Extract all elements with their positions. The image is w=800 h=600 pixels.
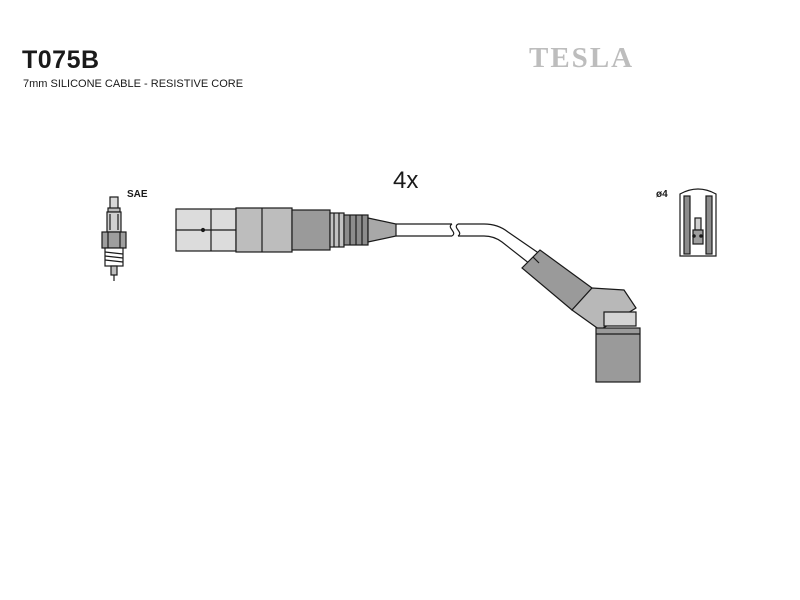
spark-plug-icon: [101, 196, 127, 281]
quantity-label: 4x: [393, 167, 419, 194]
straight-plug-boot: [175, 207, 397, 253]
terminal-icon: [679, 188, 717, 257]
brand-logo: TESLA: [529, 42, 635, 74]
spark-plug-label: SAE: [127, 189, 148, 200]
angled-coil-boot: [521, 249, 641, 383]
ignition-cable: [396, 223, 541, 265]
cable-description: 7mm SILICONE CABLE - RESISTIVE CORE: [23, 78, 244, 90]
part-code: T075B: [22, 46, 100, 74]
terminal-diameter-label: ø4: [656, 189, 668, 200]
